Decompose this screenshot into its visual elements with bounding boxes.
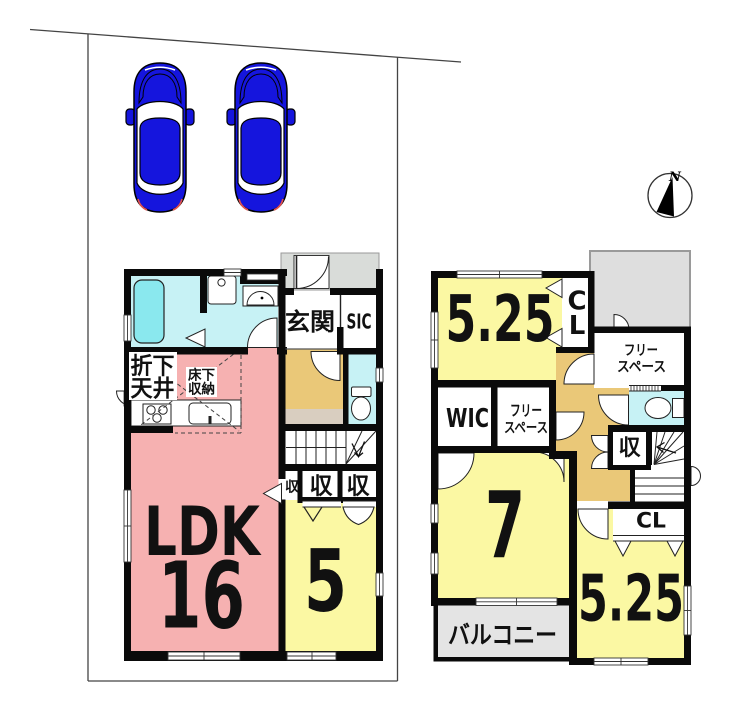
balcony-floor xyxy=(438,602,569,657)
closet-top-label-1: C xyxy=(567,287,586,317)
lowered-ceiling-text-1: 折下 xyxy=(131,354,175,380)
room5-closet2-door xyxy=(302,500,341,523)
car-icon-2 xyxy=(226,62,296,213)
window xyxy=(286,651,337,661)
property-boundary-lines xyxy=(29,28,462,682)
floor1-windows xyxy=(123,268,384,661)
floor2-walls xyxy=(431,271,691,665)
hall2-floor xyxy=(556,353,630,501)
ldk-label: LDK xyxy=(144,493,262,572)
closet2-label: 収 xyxy=(310,474,334,500)
window xyxy=(475,597,558,606)
window xyxy=(456,270,543,279)
window xyxy=(223,268,242,277)
accordion-door-strip xyxy=(629,385,661,392)
room525-top-door-arc xyxy=(563,353,595,385)
closet3-label: 収 xyxy=(347,474,371,500)
closet-mid-label: 収 xyxy=(618,436,641,461)
bathtub xyxy=(133,279,165,344)
washer-drain xyxy=(217,278,226,287)
window xyxy=(430,311,439,369)
floor1-plan: 折下 天井 床下 収納 玄関 SIC 収 収 収 LDK 16 5 xyxy=(115,252,384,661)
window xyxy=(167,651,241,661)
window xyxy=(683,585,692,636)
stairs-1f-down-arrow xyxy=(351,441,366,459)
stairs-2f xyxy=(635,431,685,502)
room5-size-label: 5 xyxy=(304,532,347,632)
underfloor-storage-text-1: 床下 xyxy=(188,367,215,384)
toilet2-door-arc xyxy=(597,394,629,426)
entrance-label: 玄関 xyxy=(285,308,335,336)
freespace2-label-2: スペース xyxy=(504,421,548,437)
stairs2-side-door-arc xyxy=(690,465,701,487)
floor2-windows xyxy=(430,270,692,666)
window xyxy=(593,657,649,666)
bathroom-door-marker xyxy=(184,328,206,348)
stairs-1f xyxy=(286,430,377,465)
washroom-door-arc xyxy=(246,317,278,348)
floor1-walls xyxy=(124,269,383,661)
freespace2-door-arc xyxy=(555,411,585,441)
window xyxy=(430,552,439,575)
room525-top-label: 5.25 xyxy=(446,283,555,357)
room5-closet3-door xyxy=(342,500,376,526)
window xyxy=(375,367,384,383)
ldk-size-label: 16 xyxy=(158,543,245,650)
kitchen-counter xyxy=(130,399,242,427)
underfloor-storage-label: 床下 収納 xyxy=(186,367,217,398)
closet-top-label-2: L xyxy=(569,311,586,341)
underfloor-storage-text-2: 収納 xyxy=(188,381,215,398)
room7-label: 7 xyxy=(485,473,525,580)
washroom-high-window xyxy=(246,273,279,281)
hall1-step xyxy=(284,409,343,424)
closet-top-floor xyxy=(562,278,588,347)
floor2-plan: 5.25 C L フリー スペース WIC フリー スペース 収 7 CL 5.… xyxy=(430,250,701,666)
wic-door-arc xyxy=(437,452,475,490)
closet-bottom-door xyxy=(613,535,684,558)
closet-bottom-label: CL xyxy=(636,509,666,533)
stairs-2f-arrow xyxy=(655,441,677,454)
car-icon-1 xyxy=(125,62,195,213)
balcony-label: バルコニー xyxy=(448,621,557,650)
vanity-basin xyxy=(246,291,275,306)
room525-bottom-door-arc xyxy=(577,508,609,540)
wic-label: WIC xyxy=(446,404,489,434)
lowered-ceiling-text-2: 天井 xyxy=(131,376,175,402)
closet1-label: 収 xyxy=(285,479,300,496)
boundary-line-top xyxy=(29,28,462,63)
sic-label: SIC xyxy=(347,310,372,334)
closet-top-door xyxy=(545,278,563,348)
toilet2-bowl xyxy=(644,397,672,419)
compass-north-label: N xyxy=(668,170,682,185)
lowered-ceiling-label: 折下 天井 xyxy=(129,352,177,402)
freespace1-label-1: フリー xyxy=(624,343,658,359)
entrance-door xyxy=(293,255,330,289)
freespace1-label-2: スペース xyxy=(617,360,666,376)
toilet1-tank xyxy=(351,386,372,397)
hall1-door-arc xyxy=(310,351,341,382)
kitchen-faucet xyxy=(208,416,212,424)
room5-floor xyxy=(284,500,376,651)
window xyxy=(430,503,439,524)
window xyxy=(123,489,132,563)
compass-icon: N xyxy=(647,170,693,219)
closet-door-marker-1f xyxy=(262,482,282,505)
window xyxy=(375,572,384,597)
room525-bottom-label: 5.25 xyxy=(578,563,684,637)
freespace2-label-1: フリー xyxy=(510,402,542,420)
compass-needle xyxy=(656,177,674,217)
roof-area xyxy=(589,250,691,331)
vanity-faucet xyxy=(260,296,264,300)
room525-top-floor xyxy=(438,278,564,382)
window xyxy=(123,314,132,342)
toilet2-tank xyxy=(672,398,685,418)
closet-mid-door-arc-2 xyxy=(590,451,609,469)
toilet1-bowl xyxy=(351,396,371,421)
